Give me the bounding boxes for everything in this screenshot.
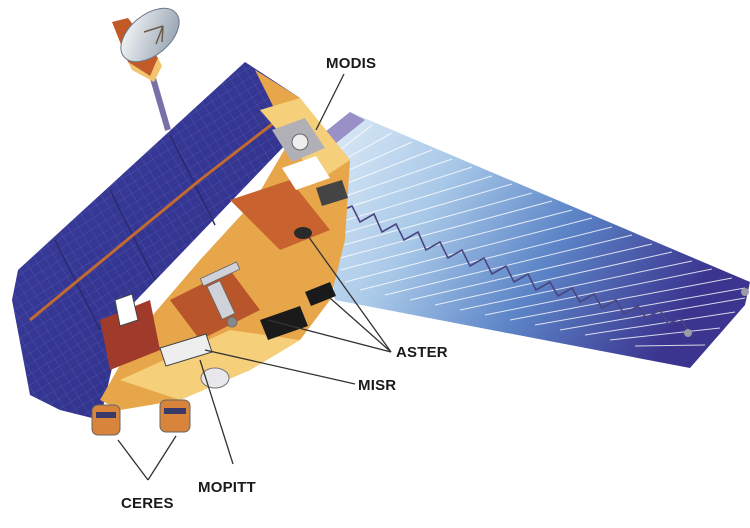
label-mopitt: MOPITT (198, 479, 256, 496)
label-ceres: CERES (121, 495, 174, 512)
ceres-units (91, 399, 191, 436)
body-solar-panels (12, 62, 300, 420)
solar-array (315, 112, 750, 368)
antenna (112, 7, 180, 131)
label-misr: MISR (358, 377, 397, 394)
label-modis: MODIS (326, 55, 377, 72)
label-aster: ASTER (396, 344, 448, 361)
array-truss (337, 204, 689, 331)
leader-lines (117, 73, 392, 481)
